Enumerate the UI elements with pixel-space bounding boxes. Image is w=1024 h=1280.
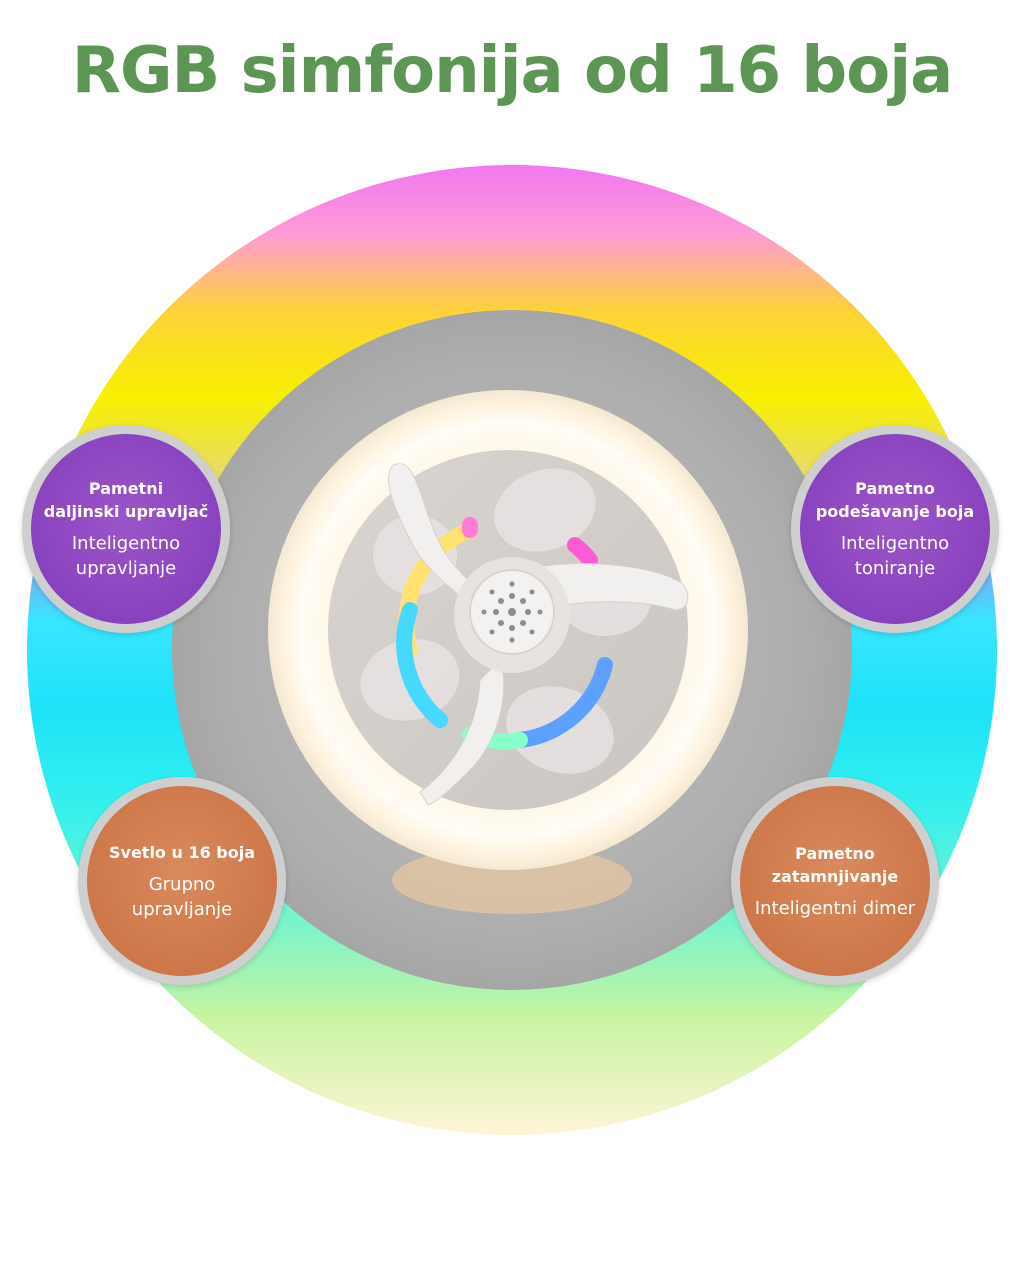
badge-subtitle: Inteligentno upravljanje: [71, 533, 181, 579]
badge-title: Pametno zatamnjivanje: [771, 843, 899, 886]
badge-circle: Pametno zatamnjivanje Inteligentni dimer: [740, 786, 930, 976]
badge-circle: Svetlo u 16 boja Grupno upravljanje: [87, 786, 277, 976]
speaker-holes: [481, 581, 543, 643]
feature-badge-remote: Pametni daljinski upravljač Inteligentno…: [22, 425, 230, 633]
badge-subtitle: Inteligentni dimer: [754, 897, 916, 919]
feature-badge-dimming: Pametno zatamnjivanje Inteligentni dimer: [731, 777, 939, 985]
badge-title: Pametno podešavanje boja: [815, 479, 975, 521]
page-title: RGB simfonija od 16 boja: [71, 34, 954, 108]
rgb-arcs: [396, 517, 613, 750]
badge-subtitle: Inteligentno toniranje: [840, 533, 950, 579]
badge-title: Svetlo u 16 boja: [108, 842, 256, 862]
badge-title: Pametni daljinski upravljač: [43, 479, 209, 521]
badge-subtitle: Grupno upravljanje: [131, 873, 233, 920]
feature-badge-color-adjust: Pametno podešavanje boja Inteligentno to…: [791, 425, 999, 633]
badge-circle: Pametni daljinski upravljač Inteligentno…: [31, 434, 221, 624]
feature-badge-16-colors: Svetlo u 16 boja Grupno upravljanje: [78, 777, 286, 985]
badge-circle: Pametno podešavanje boja Inteligentno to…: [800, 434, 990, 624]
